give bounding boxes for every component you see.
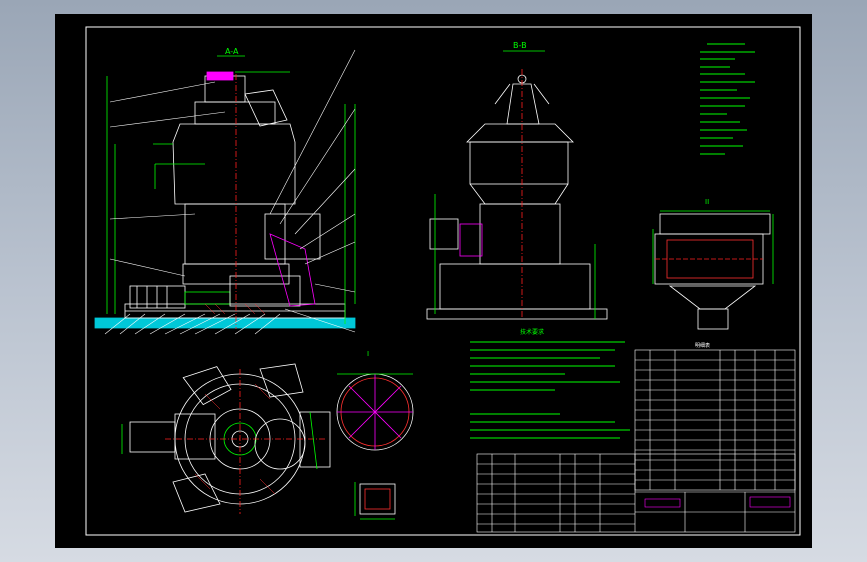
detail-label: II (705, 198, 709, 206)
tech-requirements: 技术要求 (470, 328, 630, 439)
tech-req-title: 技术要求 (520, 328, 544, 336)
view-aa: A-A (94, 47, 356, 335)
drawing-sheet: A-A (55, 14, 812, 548)
view-aa-label: A-A (225, 47, 239, 56)
section-label: I (367, 350, 369, 358)
parts-list-table: 明细表 (634, 342, 796, 491)
plan-view (121, 363, 331, 514)
notes-top-right (700, 43, 755, 155)
drawing-frame (85, 26, 801, 536)
small-detail (354, 482, 396, 520)
hopper-detail: II (652, 198, 774, 330)
section-circle: I (336, 350, 414, 451)
title-block (476, 453, 796, 533)
view-bb-label: B-B (513, 41, 527, 50)
parts-list-label: 明细表 (695, 342, 710, 349)
cad-drawing: A-A (85, 26, 801, 536)
motor (129, 285, 186, 309)
view-bb: B-B (426, 41, 608, 320)
